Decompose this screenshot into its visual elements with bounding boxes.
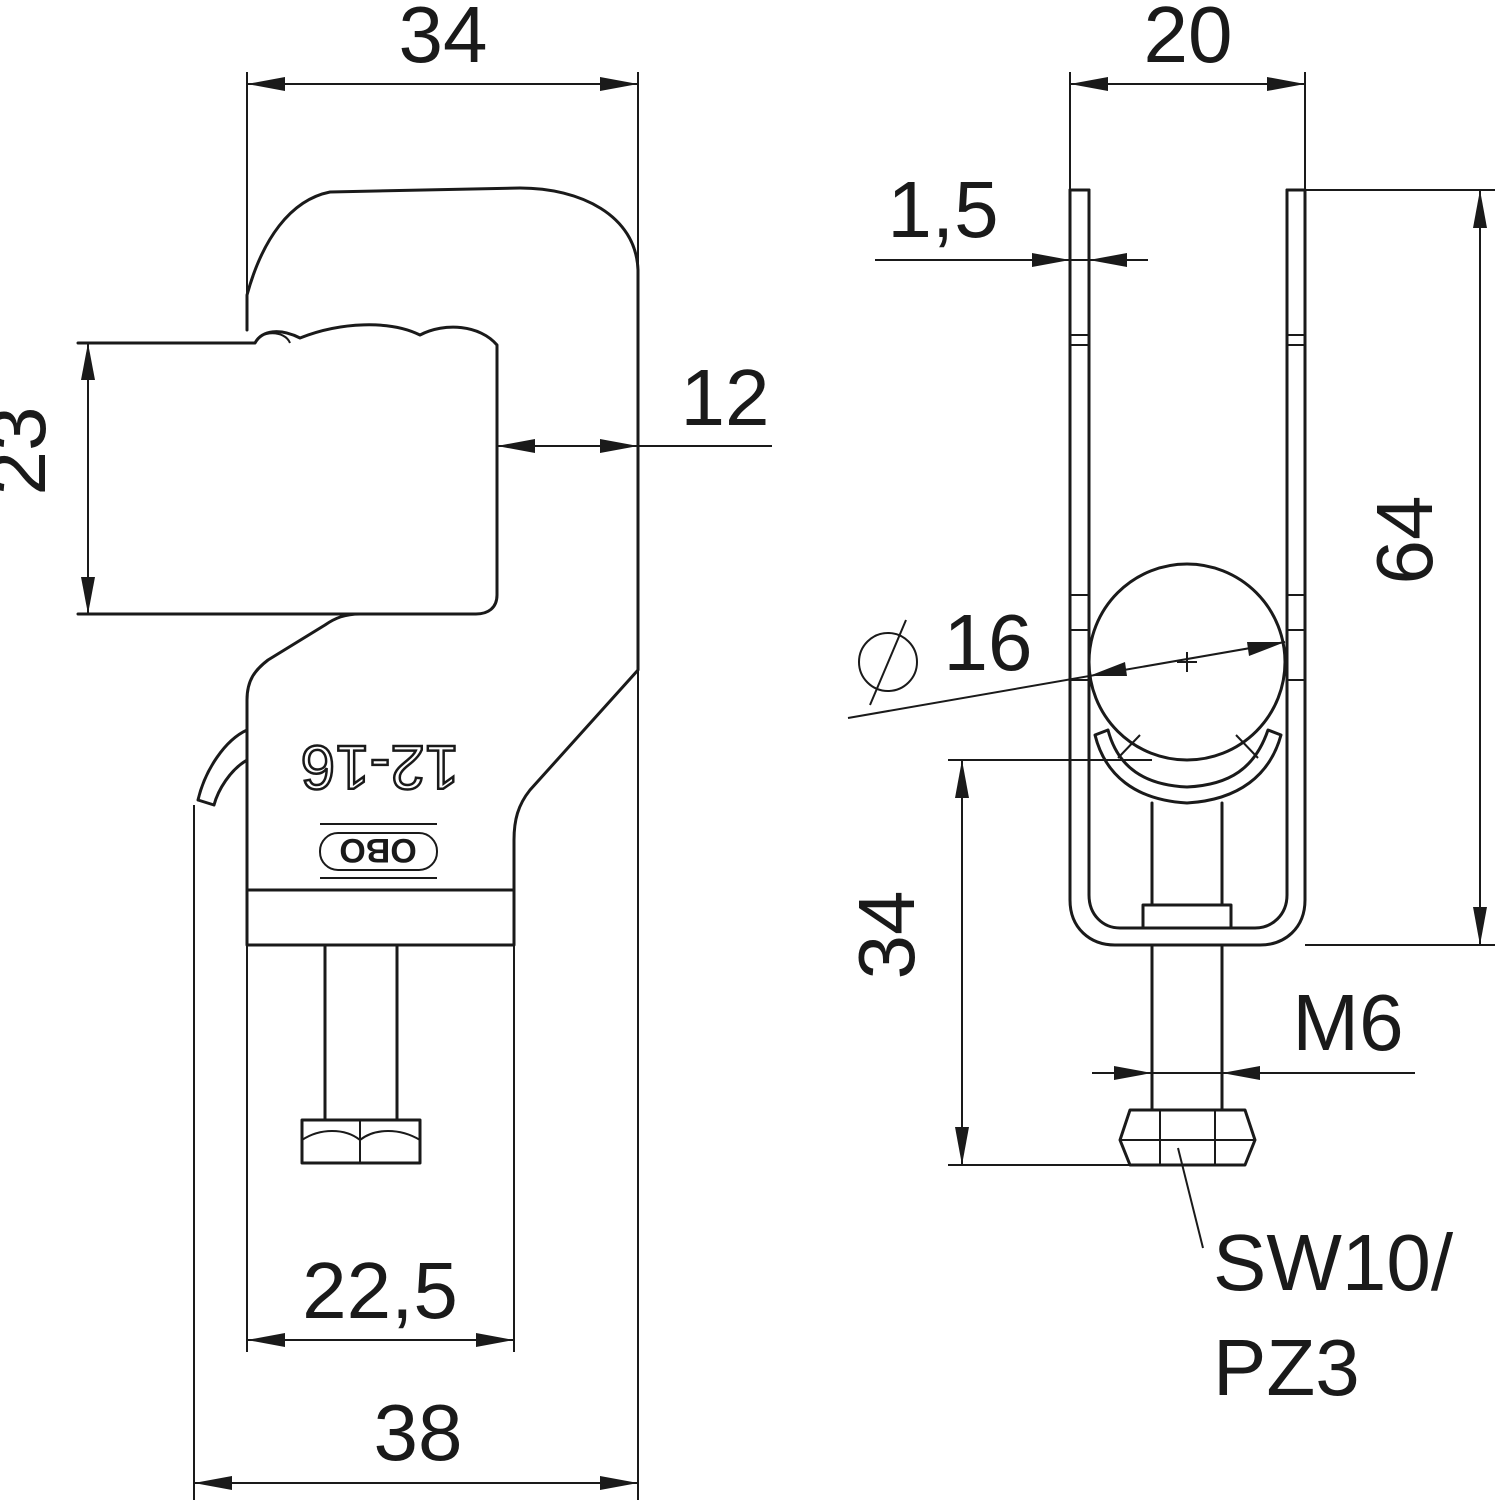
u-bracket-inner: [1087, 188, 1289, 930]
cable-block: [76, 323, 499, 616]
dim-label-1-5: 1,5: [887, 165, 998, 254]
dim-label-38: 38: [374, 1388, 463, 1477]
dim-label-22-5: 22,5: [302, 1246, 458, 1335]
cable-center-mark: [1177, 652, 1197, 672]
base-plate: [245, 888, 516, 947]
diameter-icon: [858, 619, 918, 706]
clip-body-outline: [245, 186, 640, 892]
cable-block-bump: [254, 332, 291, 344]
dim-label-23: 23: [0, 407, 62, 496]
wire-tail: [196, 728, 249, 807]
saddle: [1093, 728, 1283, 805]
side-view: 12-16 OBO: [76, 186, 640, 1165]
screw-shaft: [323, 943, 399, 1122]
svg-text:OBO: OBO: [339, 831, 416, 869]
hex-nut-front-faces: [1120, 1110, 1255, 1165]
dim-label-20: 20: [1144, 0, 1233, 79]
dim-label-12: 12: [681, 353, 770, 442]
dim-label-m6: M6: [1292, 978, 1403, 1067]
dim-label-16: 16: [944, 598, 1033, 687]
dim-label-64: 64: [1360, 496, 1449, 585]
dim-label-34-lower: 34: [842, 891, 931, 980]
cable-cross-section: [1087, 562, 1287, 762]
label-pz3: PZ3: [1213, 1323, 1360, 1412]
screw-upper: [1141, 801, 1233, 930]
front-view-dimensions: 20 1,5 64 16 34 M6: [842, 0, 1495, 1412]
u-bracket-outer: [1068, 188, 1307, 947]
hex-nut-side: [300, 1118, 422, 1165]
screw-lower: [1150, 943, 1224, 1112]
obo-logo: OBO: [319, 823, 438, 879]
bracket-ribs: [1070, 334, 1305, 681]
hex-nut-side-faces: [301, 1120, 421, 1163]
hex-nut-front: [1118, 1108, 1257, 1167]
front-view: [1068, 188, 1307, 1167]
dim-label-34-top: 34: [399, 0, 488, 79]
embossed-size-mark: 12-16: [301, 732, 460, 801]
side-view-dimensions: 34 23 12 22,5 38: [0, 0, 772, 1500]
label-sw10: SW10/: [1213, 1218, 1454, 1307]
saddle-lines: [1117, 734, 1259, 759]
